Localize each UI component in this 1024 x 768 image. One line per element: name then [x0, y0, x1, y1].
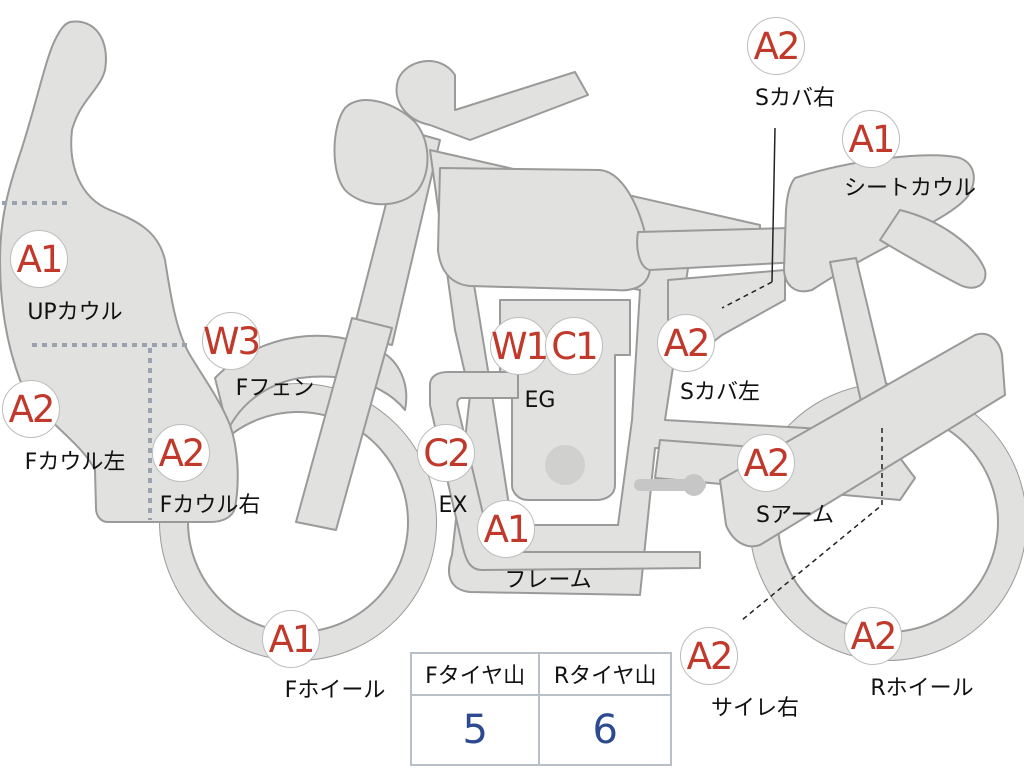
part-label-f-wheel: Fホイール — [284, 678, 386, 703]
grade-badge-f-fender: W3 — [202, 312, 261, 370]
grade-badge-exhaust: C2 — [417, 424, 475, 482]
seat-shape — [636, 227, 803, 271]
grade-badge-seat-cowl: A1 — [842, 110, 900, 168]
part-label-f-cowl-right: Fカウル右 — [159, 493, 261, 518]
engine-cover-shape — [545, 445, 585, 485]
rear-shock-shape — [829, 257, 891, 407]
grade-badge-r-wheel: A2 — [844, 607, 902, 665]
grade-badge-s-cover-right: A2 — [747, 17, 805, 75]
part-label-up-cowl: UPカウル — [27, 300, 123, 325]
tail-light-shape — [879, 209, 987, 289]
part-label-f-fender: Fフェン — [235, 376, 315, 401]
part-label-s-cover-right: Sカバ右 — [755, 86, 835, 111]
leader-line-s-cover-right — [721, 281, 773, 309]
part-label-engine-c: EG — [524, 388, 556, 413]
rear-tire-value: 6 — [538, 694, 672, 766]
grade-badge-s-cover-left: A2 — [657, 314, 715, 372]
part-label-r-wheel: Rホイール — [870, 676, 974, 701]
grade-badge-swing-arm: A2 — [737, 434, 795, 492]
footpeg-end-shape — [683, 474, 705, 496]
grade-badge-f-cowl-left: A2 — [2, 380, 60, 438]
fuel-tank-shape — [437, 167, 652, 292]
front-tire-header: Fタイヤ山 — [409, 652, 541, 696]
part-label-seat-cowl: シートカウル — [843, 176, 977, 201]
seat-cowl-shape — [783, 154, 975, 293]
grade-badge-engine-w: W1 — [490, 317, 549, 375]
part-label-muffler-right: サイレ右 — [710, 696, 800, 721]
muffler-shape — [719, 332, 1006, 548]
front-fork-lower-shape — [295, 317, 393, 531]
part-label-f-cowl-left: Fカウル左 — [24, 450, 126, 475]
part-label-frame: フレーム — [504, 568, 592, 593]
part-label-exhaust: EX — [438, 493, 468, 518]
tire-tread-table: Fタイヤ山 Rタイヤ山 5 6 — [409, 652, 672, 766]
grade-badge-engine-c: C1 — [545, 317, 603, 375]
front-tire-value: 5 — [409, 694, 541, 766]
part-label-swing-arm: Sアーム — [756, 503, 834, 528]
leader-line-muffler-right — [741, 428, 883, 621]
grade-badge-up-cowl: A1 — [10, 230, 68, 288]
handlebar-shape — [395, 60, 589, 141]
grade-badge-frame: A1 — [477, 500, 535, 558]
grade-badge-muffler-right: A2 — [680, 627, 738, 685]
part-label-s-cover-left: Sカバ左 — [680, 380, 760, 405]
leader-line-s-cover-right — [771, 127, 776, 283]
headlight-shape — [333, 99, 429, 206]
grade-badge-f-cowl-right: A2 — [152, 424, 210, 482]
rear-tire-header: Rタイヤ山 — [538, 652, 672, 696]
front-cowl-shape — [0, 20, 239, 523]
grade-badge-f-wheel: A1 — [262, 610, 320, 668]
exhaust-pipe-shape — [429, 371, 701, 571]
